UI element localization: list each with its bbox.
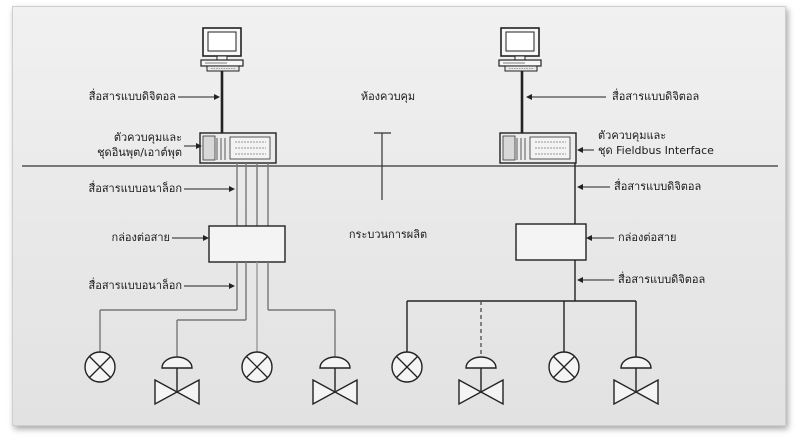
left-controller-icon bbox=[199, 132, 277, 164]
left-field-wires bbox=[99, 262, 336, 357]
label-left-digital: สื่อสารแบบดิจิตอล bbox=[88, 90, 176, 103]
right-indicator-1-icon bbox=[391, 351, 423, 383]
right-valve-2-icon bbox=[613, 356, 659, 405]
right-workstation-icon bbox=[498, 27, 542, 72]
label-left-analog-bottom: สื่อสารแบบอนาล็อก bbox=[88, 279, 182, 292]
left-indicator-1-icon bbox=[84, 351, 116, 383]
label-left-controller: ตัวควบคุมและ ชุดอินพุต/เอาต์พุต bbox=[26, 130, 182, 160]
left-valve-1-icon bbox=[154, 356, 200, 405]
label-right-controller-line-2: ชุด Fieldbus Interface bbox=[598, 144, 714, 157]
left-leader-lines bbox=[172, 94, 235, 289]
left-indicator-2-icon bbox=[241, 351, 273, 383]
label-right-digital-bottom: สื่อสารแบบดิจิตอล bbox=[618, 273, 706, 286]
label-left-analog-top: สื่อสารแบบอนาล็อก bbox=[88, 182, 182, 195]
label-control-room: ห้องควบคุม bbox=[360, 90, 416, 103]
label-right-controller: ตัวควบคุมและ ชุด Fieldbus Interface bbox=[598, 128, 778, 158]
left-analog-wires bbox=[236, 163, 269, 226]
label-right-controller-line-1: ตัวควบคุมและ bbox=[598, 129, 667, 142]
label-right-junction: กล่องต่อสาย bbox=[618, 231, 677, 244]
right-controller-icon bbox=[499, 132, 577, 164]
right-indicator-2-icon bbox=[548, 351, 580, 383]
label-left-controller-line-2: ชุดอินพุต/เอาต์พุต bbox=[97, 146, 182, 159]
left-valve-2-icon bbox=[312, 356, 358, 405]
label-left-junction: กล่องต่อสาย bbox=[111, 231, 170, 244]
right-fieldbus-drops bbox=[406, 301, 637, 357]
left-junction-box bbox=[208, 225, 286, 263]
left-workstation-icon bbox=[200, 27, 244, 72]
label-production-process: กระบวนการผลิต bbox=[348, 228, 428, 241]
right-leader-lines bbox=[526, 94, 614, 283]
right-junction-box bbox=[515, 223, 587, 261]
label-right-digital-mid: สื่อสารแบบดิจิตอล bbox=[614, 180, 702, 193]
label-left-controller-line-1: ตัวควบคุมและ bbox=[113, 131, 182, 144]
right-valve-1-icon bbox=[458, 356, 504, 405]
label-right-digital-top: สื่อสารแบบดิจิตอล bbox=[612, 90, 700, 103]
